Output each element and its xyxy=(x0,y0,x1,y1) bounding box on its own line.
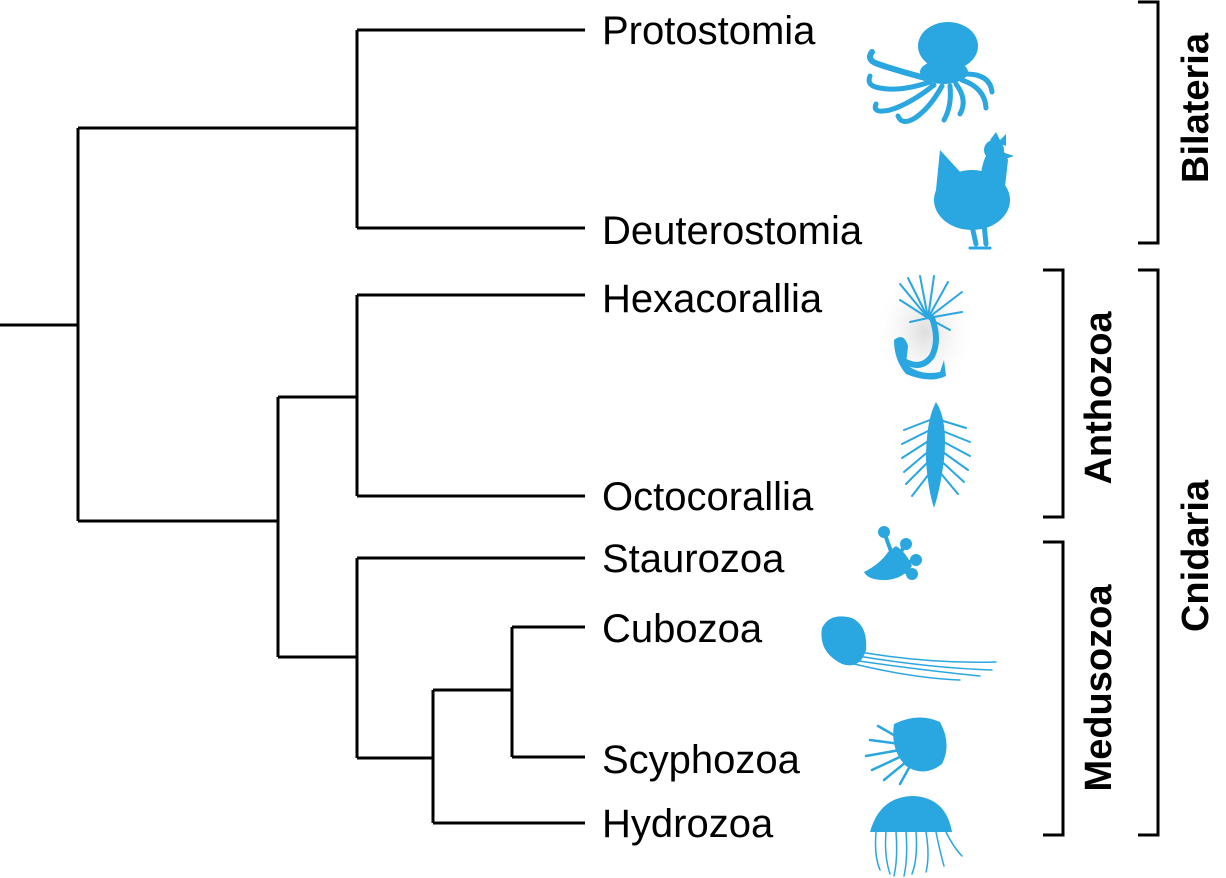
box-jellyfish-icon xyxy=(821,616,997,681)
tree-branches xyxy=(0,28,585,825)
medusozoa-bracket xyxy=(1043,540,1065,837)
clade-medusozoa: Medusozoa xyxy=(1078,584,1120,792)
clade-bilateria: Bilateria xyxy=(1175,32,1217,183)
taxon-octocorallia: Octocorallia xyxy=(602,475,814,519)
cubo-scypho-hydro-node xyxy=(431,688,585,825)
bilateria-node xyxy=(78,28,585,230)
bilateria-bracket xyxy=(1138,0,1160,245)
cubo-scypho-node xyxy=(510,625,585,759)
taxon-staurozoa: Staurozoa xyxy=(602,537,785,581)
taxon-hydrozoa: Hydrozoa xyxy=(602,802,774,846)
taxon-scyphozoa: Scyphozoa xyxy=(602,738,801,782)
stalked-jellyfish-icon xyxy=(864,526,922,580)
clade-brackets xyxy=(1043,0,1160,837)
chicken-icon xyxy=(934,132,1014,250)
clade-anthozoa: Anthozoa xyxy=(1078,311,1120,485)
taxon-hexacorallia: Hexacorallia xyxy=(602,277,823,321)
clade-labels: Bilateria Anthozoa Medusozoa Cnidaria xyxy=(1078,32,1217,791)
taxon-cubozoa: Cubozoa xyxy=(602,607,763,651)
clade-cnidaria: Cnidaria xyxy=(1175,479,1217,632)
anthozoa-node xyxy=(278,293,585,498)
sea-anemone-icon xyxy=(873,270,977,394)
cnidaria-node xyxy=(78,397,280,657)
cnidaria-bracket xyxy=(1138,268,1160,837)
anthozoa-bracket xyxy=(1043,268,1065,519)
true-jellyfish-icon xyxy=(864,717,947,786)
hydromedusa-icon xyxy=(870,796,963,877)
medusozoa-node xyxy=(278,556,585,760)
taxon-deuterostomia: Deuterostomia xyxy=(602,209,863,253)
octopus-icon xyxy=(866,22,995,124)
sea-pen-icon xyxy=(901,402,971,508)
taxon-labels: Protostomia Deuterostomia Hexacorallia O… xyxy=(602,9,863,846)
taxon-protostomia: Protostomia xyxy=(602,9,816,53)
